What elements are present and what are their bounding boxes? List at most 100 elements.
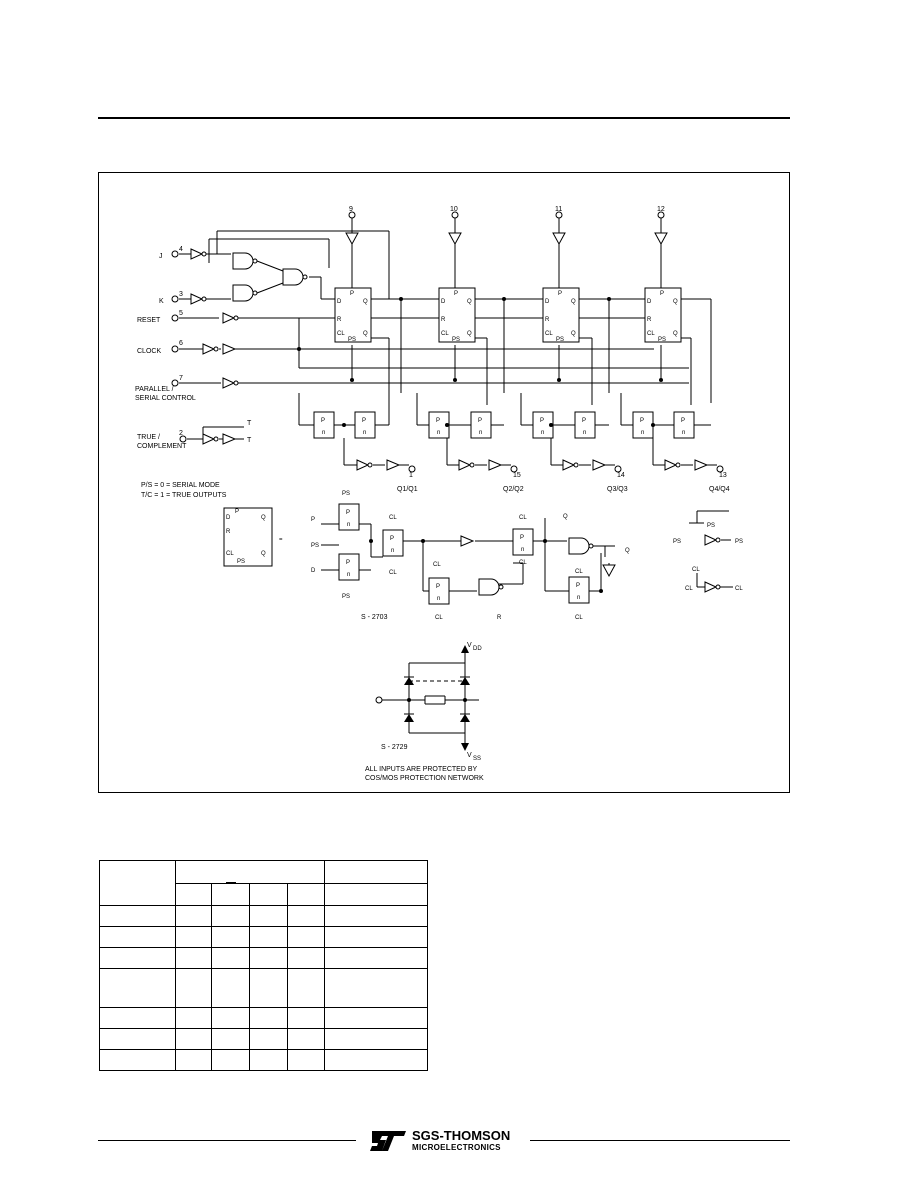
pin-15-label: 15: [513, 472, 521, 479]
ff-label: PS: [658, 337, 666, 343]
sgs-thomson-logo: SGS-THOMSON MICROELECTRONICS: [366, 1128, 526, 1154]
detail-ps-label: PS: [735, 539, 743, 545]
table-cell: [324, 1028, 428, 1050]
cell-label: P: [540, 418, 544, 424]
output-q3-label: Q3/Q3: [607, 486, 628, 493]
table-row: [99, 1007, 428, 1029]
detail-cl-label: CL: [433, 562, 441, 568]
cell-label: P: [346, 510, 350, 516]
table-cell: [287, 905, 325, 927]
ff-label: Q: [673, 299, 678, 305]
ff-label: Q: [467, 299, 472, 305]
cell-label: n: [521, 547, 524, 553]
detail-q-label: Q: [261, 551, 266, 557]
detail-cl-label: CL: [735, 586, 743, 592]
table-cell: [324, 968, 428, 1008]
output-q1-label: Q1/Q1: [397, 486, 418, 493]
ff-label: D: [647, 299, 652, 305]
detail-cl-label: CL: [685, 586, 693, 592]
input-parallel-label: PARALLEL /: [135, 386, 174, 393]
cell-label: P: [321, 418, 325, 424]
ff-label: D: [441, 299, 446, 305]
cell-label: n: [347, 522, 350, 528]
table-cell: [175, 860, 325, 884]
ff-label: CL: [545, 331, 553, 337]
detail-d-label: D: [311, 568, 316, 574]
table-cell: [211, 905, 250, 927]
table-cell: [211, 926, 250, 948]
pin-3-label: 3: [179, 291, 183, 298]
ff-label: PS: [452, 337, 460, 343]
ff-label: CL: [337, 331, 345, 337]
table-cell: [324, 882, 428, 906]
cell-label: P: [436, 418, 440, 424]
table-row: [99, 1049, 428, 1071]
cell-label: P: [520, 535, 524, 541]
table-cell: [249, 1049, 288, 1071]
ff-label: Q: [363, 331, 368, 337]
detail-r-label: R: [497, 615, 502, 621]
table-row: [99, 947, 428, 969]
table-cell: [99, 1007, 176, 1029]
table-cell: [211, 1028, 250, 1050]
table-cell: [175, 1007, 212, 1029]
table-row: [99, 1028, 428, 1050]
pin-7-label: 7: [179, 375, 183, 382]
detail-ps-label: PS: [673, 539, 681, 545]
detail-ps-label: PS: [342, 491, 350, 497]
table-cell: [249, 1028, 288, 1050]
detail-ps-label: PS: [342, 594, 350, 600]
table-row: [99, 968, 428, 1008]
cell-label: P: [478, 418, 482, 424]
detail-cl-label: CL: [435, 615, 443, 621]
protection-note-2: COS/MOS PROTECTION NETWORK: [365, 775, 484, 782]
cell-label: P: [681, 418, 685, 424]
cell-label: n: [641, 430, 644, 436]
pin-4-label: 4: [179, 246, 183, 253]
vss-label: V: [467, 752, 472, 759]
input-serial-control-label: SERIAL CONTROL: [135, 395, 196, 402]
cell-label: P: [576, 583, 580, 589]
table-row: [99, 860, 428, 906]
table-cell: [99, 1049, 176, 1071]
table-cell: [211, 882, 250, 906]
input-true-label: TRUE /: [137, 434, 160, 441]
detail-q-label: Q: [625, 548, 630, 554]
pin-6-label: 6: [179, 340, 183, 347]
detail-cl-label: CL: [575, 569, 583, 575]
cell-label: n: [682, 430, 685, 436]
pin-12-label: 12: [657, 206, 665, 213]
table-cell: [324, 926, 428, 948]
cell-label: n: [322, 430, 325, 436]
detail-cl-label: CL: [519, 560, 527, 566]
detail-cl-label: CL: [519, 515, 527, 521]
input-reset-label: RESET: [137, 317, 161, 324]
input-clock-label: CLOCK: [137, 348, 161, 355]
pin-9-label: 9: [349, 206, 353, 213]
table-cell: [99, 968, 176, 1008]
cell-label: n: [437, 596, 440, 602]
cell-label: P: [640, 418, 644, 424]
cell-label: n: [391, 548, 394, 554]
table-cell: [287, 882, 325, 906]
logic-diagram: 9 10 11 12 4 3 5 6 7 2 1 15 14 13 J K RE…: [135, 206, 743, 782]
table-cell: [175, 968, 212, 1008]
pin-2-label: 2: [179, 430, 183, 437]
detail-ps-label: PS: [311, 543, 319, 549]
detail-cl-label: CL: [575, 615, 583, 621]
detail-q-label: Q: [563, 514, 568, 520]
table-cell: [324, 947, 428, 969]
ff-label: Q: [363, 299, 368, 305]
detail-ps-label: PS: [707, 523, 715, 529]
output-q2-label: Q2/Q2: [503, 486, 524, 493]
t-label: T: [247, 420, 252, 427]
ff-label: Q: [571, 299, 576, 305]
figure-code-protection: S - 2729: [381, 744, 408, 751]
table-cell: [99, 926, 176, 948]
cell-label: n: [437, 430, 440, 436]
vss-sub-label: SS: [473, 756, 481, 762]
ff-label: CL: [441, 331, 449, 337]
table-cell: [324, 905, 428, 927]
output-q4-label: Q4/Q4: [709, 486, 730, 493]
cell-label: P: [346, 560, 350, 566]
